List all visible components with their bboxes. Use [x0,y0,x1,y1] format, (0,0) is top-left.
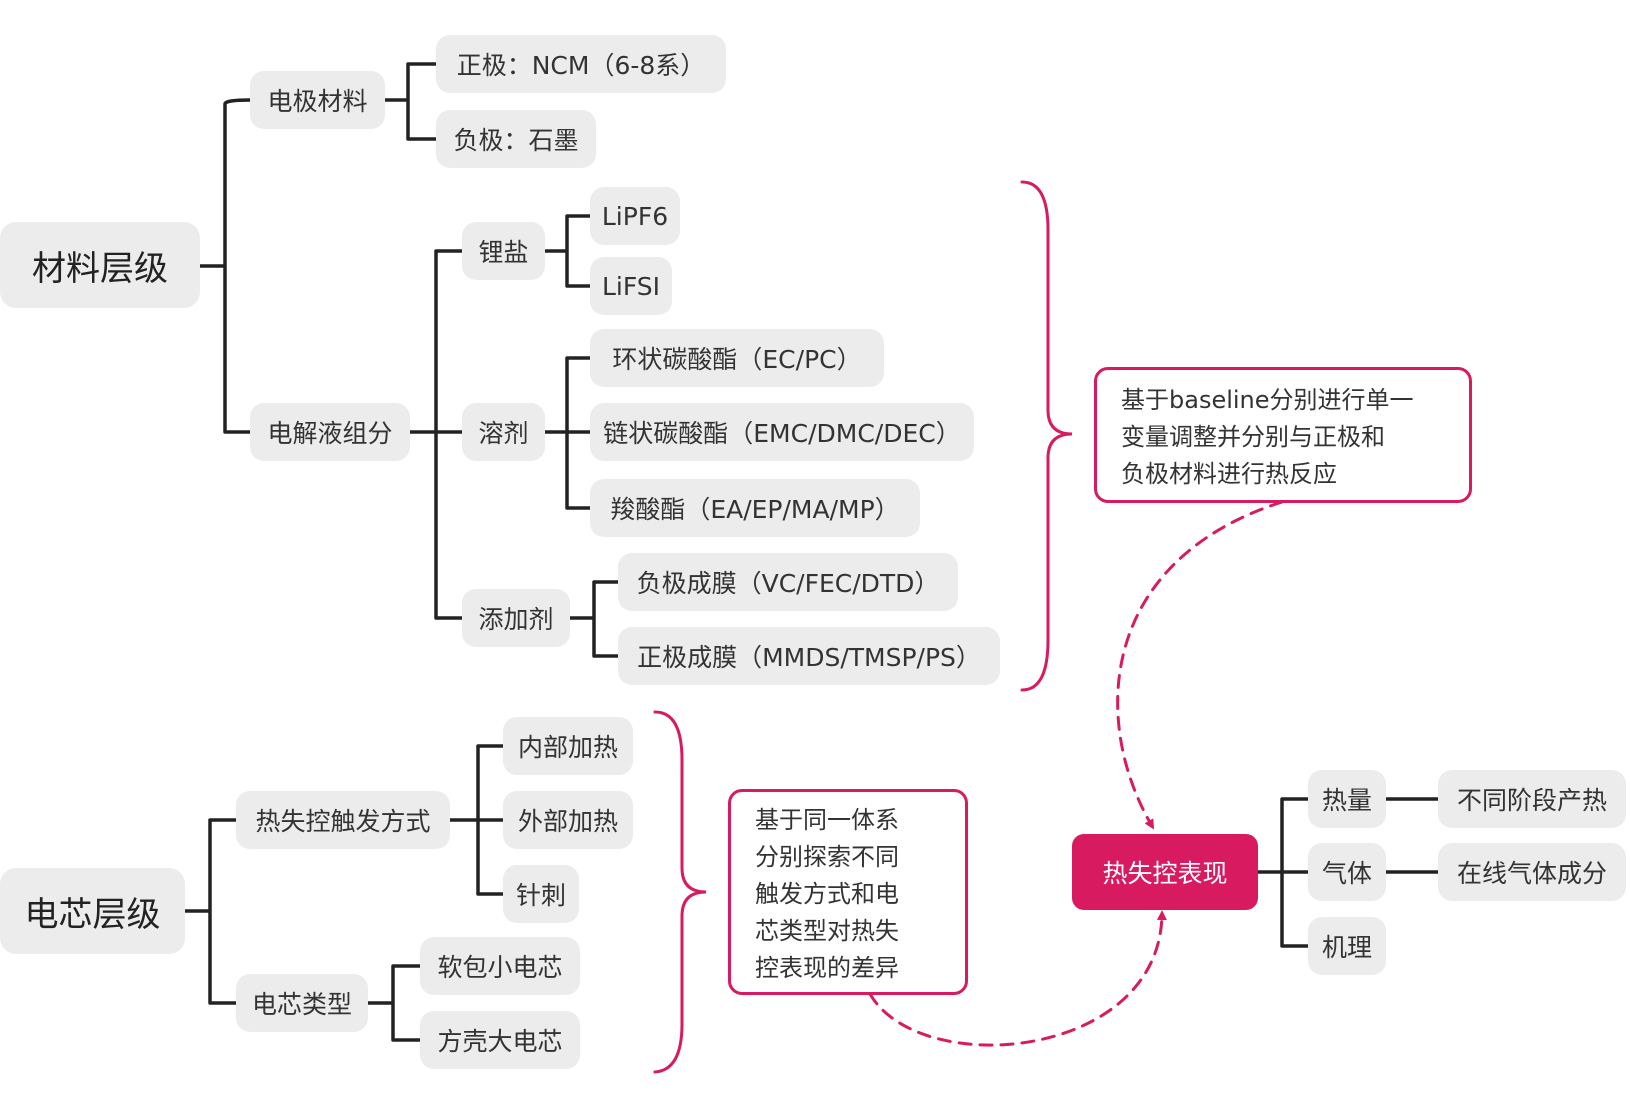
node-trigger-item[interactable]: 外部加热 [503,791,633,849]
node-lithium-salt[interactable]: 锂盐 [462,222,545,280]
node-solvent-item[interactable]: 羧酸酯（EA/EP/MA/MP） [590,479,920,537]
link-material-root [198,98,252,434]
node-salt-item[interactable]: LiPF6 [590,187,680,245]
node-thermal-runaway-outcome[interactable]: 热失控表现 [1072,834,1258,910]
node-heat[interactable]: 热量 [1308,770,1386,828]
link-type [366,964,422,1042]
node-gas[interactable]: 气体 [1308,843,1386,901]
link-trigger [448,744,505,896]
link-salt [543,214,592,288]
link-electrolyte [408,249,464,620]
node-additive-item[interactable]: 正极成膜（MMDS/TMSP/PS） [618,627,1000,685]
link-outcome [1256,797,1310,948]
node-electrolyte[interactable]: 电解液组分 [250,403,410,461]
node-cell-type[interactable]: 电芯类型 [236,974,368,1032]
node-cathode[interactable]: 正极：NCM（6-8系） [436,35,726,93]
node-heat-detail[interactable]: 不同阶段产热 [1438,770,1626,828]
brace-material [1020,180,1073,692]
link-additive [568,580,620,658]
node-trigger-item[interactable]: 针刺 [503,865,579,923]
brace-cell [653,710,707,1074]
node-cell-level[interactable]: 电芯层级 [0,868,185,954]
arrow-material-to-outcome [1116,500,1284,830]
node-solvent-item[interactable]: 环状碳酸酯（EC/PC） [590,329,884,387]
arrow-cell-to-outcome [868,910,1167,1047]
node-solvent-item[interactable]: 链状碳酸酯（EMC/DMC/DEC） [590,403,974,461]
node-mechanism[interactable]: 机理 [1308,917,1386,975]
node-solvent[interactable]: 溶剂 [462,403,545,461]
link-solvent [543,356,592,510]
node-material-level[interactable]: 材料层级 [0,222,200,308]
node-cell-type-item[interactable]: 方壳大电芯 [420,1011,580,1069]
node-gas-detail[interactable]: 在线气体成分 [1438,843,1626,901]
note-cell-experiment: 基于同一体系 分别探索不同 触发方式和电 芯类型对热失 控表现的差异 [728,789,968,995]
node-electrode-material[interactable]: 电极材料 [250,71,385,129]
node-anode[interactable]: 负极：石墨 [436,110,596,168]
link-electrode [383,62,438,141]
note-material-experiment: 基于baseline分别进行单一 变量调整并分别与正极和 负极材料进行热反应 [1094,367,1472,503]
node-trigger-item[interactable]: 内部加热 [503,717,633,775]
link-cell-root [183,818,238,1005]
node-trigger-method[interactable]: 热失控触发方式 [236,791,450,849]
node-salt-item[interactable]: LiFSI [590,257,672,315]
node-additive[interactable]: 添加剂 [462,589,570,647]
node-additive-item[interactable]: 负极成膜（VC/FEC/DTD） [618,553,958,611]
node-cell-type-item[interactable]: 软包小电芯 [420,937,580,995]
